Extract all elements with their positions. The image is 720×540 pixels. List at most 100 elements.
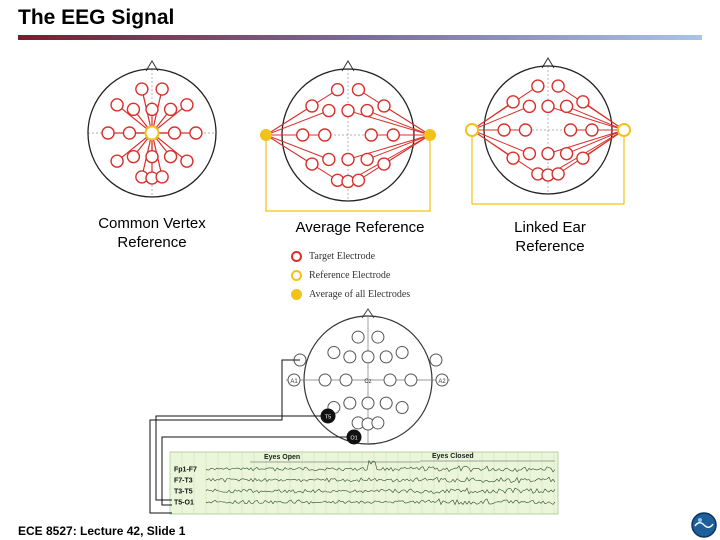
electrode-icon [377, 99, 391, 113]
eeg-trace-line [205, 459, 556, 473]
electrode-icon [163, 102, 178, 117]
electrode-icon [341, 103, 355, 118]
electrode-icon [189, 126, 203, 140]
reference-electrode-icon [144, 125, 160, 141]
electrode-icon [343, 396, 357, 410]
legend-target: Target Electrode [291, 251, 375, 262]
electrode-label: Cz [364, 379, 371, 385]
electrode-icon [518, 123, 533, 137]
electrode-icon [145, 102, 159, 117]
channel-label-4: T5-O1 [174, 500, 194, 507]
head-outline [87, 68, 217, 198]
legend-reference-label: Reference Electrode [309, 270, 391, 281]
electrode-icon [361, 396, 375, 410]
eyes-closed-label: Eyes Closed [432, 453, 474, 460]
electrode-icon [101, 126, 115, 140]
electrode-icon [379, 396, 393, 410]
caption-average: Average Reference [295, 219, 425, 236]
electrode-icon [551, 167, 565, 181]
average-electrode-icon [260, 129, 272, 141]
scalp-diagram [260, 60, 436, 212]
channel-label-2: F7-T3 [174, 478, 193, 485]
university-logo-icon [691, 512, 717, 538]
legend-average-label: Average of all Electrodes [309, 289, 411, 300]
electrode-label: A2 [438, 379, 446, 385]
electrode-icon [322, 103, 336, 118]
electrode-icon [180, 154, 194, 168]
legend-reference: Reference Electrode [291, 270, 390, 281]
electrode-icon [576, 151, 590, 165]
electrode-icon [126, 149, 141, 164]
electrode-icon [110, 98, 124, 112]
electrode-icon [126, 102, 141, 117]
electrode-icon [287, 373, 301, 387]
electrode-icon [327, 345, 341, 359]
electrode-icon [371, 330, 385, 344]
eeg-trace-line [205, 487, 556, 495]
electrode-icon [364, 128, 378, 142]
electrode-icon [506, 95, 520, 109]
electrode-icon [379, 350, 393, 364]
ear-electrode-icon [617, 123, 631, 137]
electrode-icon [531, 79, 545, 93]
scalp-diagram [465, 57, 631, 205]
electrode-icon [110, 154, 124, 168]
electrode-icon [351, 82, 366, 97]
slide-footer: ECE 8527: Lecture 42, Slide 1 [18, 524, 186, 538]
electrode-icon [383, 373, 397, 387]
electrode-icon [541, 146, 555, 161]
electrode-icon [318, 128, 332, 142]
slide-title: The EEG Signal [18, 6, 175, 29]
electrode-icon [429, 353, 443, 367]
electrode-icon [551, 79, 565, 93]
electrode-icon [330, 82, 345, 97]
lead-wire [161, 436, 347, 506]
electrode-icon [295, 128, 310, 142]
electrode-icon [341, 152, 355, 167]
electrode-icon [404, 373, 418, 387]
electrode-icon [122, 126, 137, 140]
electrode-icon [559, 146, 574, 161]
channel-label-1: Fp1-F7 [174, 467, 197, 474]
ear-electrode-icon [465, 123, 479, 137]
electrode-label: T5 [325, 415, 331, 421]
electrode-icon [522, 146, 537, 161]
average-electrode-icon [424, 129, 436, 141]
electrode-label: O1 [350, 436, 357, 442]
electrode-icon [541, 99, 555, 114]
electrode-icon [497, 123, 511, 137]
electrode-icon [386, 128, 401, 142]
electrode-icon [305, 99, 319, 113]
eeg-trace-line [205, 498, 556, 506]
legend-target-label: Target Electrode [309, 251, 376, 262]
electrode-icon [135, 82, 149, 96]
electrode-icon [361, 350, 375, 364]
electrode-icon [305, 157, 319, 171]
title-underline [18, 35, 702, 40]
eyes-open-label: Eyes Open [264, 454, 300, 461]
electrode-icon [155, 82, 169, 96]
electrode-icon [576, 95, 590, 109]
electrode-icon [351, 173, 366, 188]
active-electrode-icon [346, 429, 362, 445]
electrode-icon [339, 373, 353, 387]
legend-average: Average of all Electrodes [291, 289, 410, 300]
electrode-icon [371, 416, 385, 430]
electrode-icon [155, 170, 169, 184]
electrode-icon [145, 149, 159, 164]
electrode-icon [585, 123, 599, 137]
nose-icon [361, 308, 375, 319]
electrode-icon [506, 151, 520, 165]
electrode-icon [563, 123, 578, 137]
electrode-icon [167, 126, 182, 140]
electrode-icon [163, 149, 178, 164]
electrode-icon [395, 401, 409, 415]
target-electrode-swatch [291, 251, 302, 262]
electrode-icon [522, 99, 537, 114]
reference-electrode-swatch [291, 270, 302, 281]
nose-icon [541, 57, 555, 69]
caption-linked-ear: Linked Ear Reference [514, 219, 586, 255]
caption-common-vertex: Common Vertex Reference [98, 215, 206, 251]
lead-wire [149, 359, 300, 514]
